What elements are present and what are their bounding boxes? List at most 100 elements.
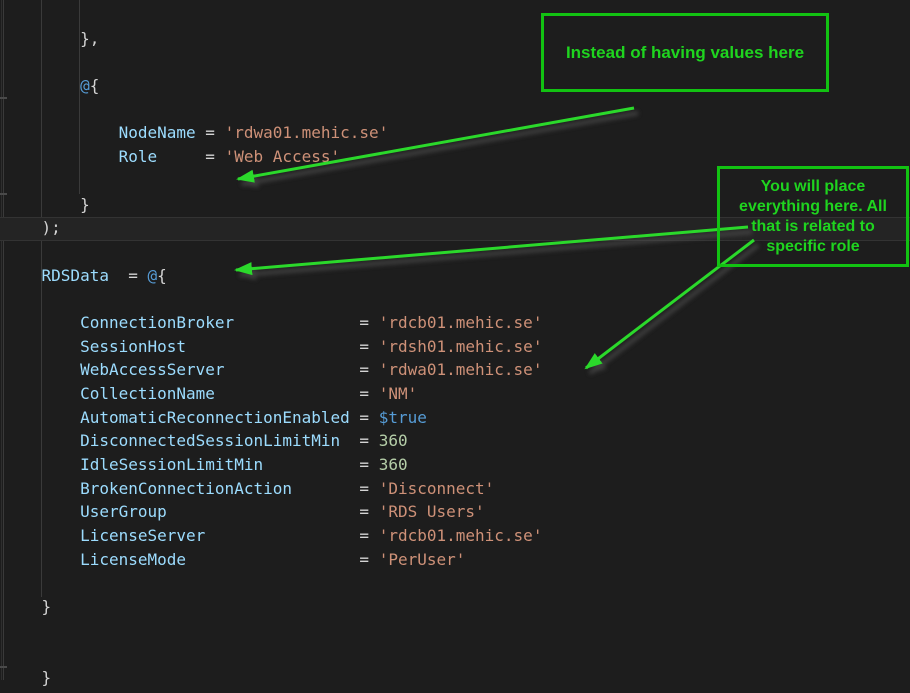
code-line[interactable]: AutomaticReconnectionEnabled = $true: [3, 406, 908, 430]
code-token: 'PerUser': [378, 549, 466, 569]
code-token: =: [186, 336, 379, 356]
code-token: CollectionName: [80, 384, 215, 403]
code-token: 'rdcb01.mehic.se': [378, 526, 543, 546]
code-token: 'rdwa01.mehic.se': [224, 123, 389, 143]
code-line[interactable]: SessionHost = 'rdsh01.mehic.se': [3, 335, 908, 359]
code-line[interactable]: }: [3, 595, 908, 619]
code-line[interactable]: [3, 287, 908, 311]
code-token: LicenseServer: [80, 526, 206, 546]
code-token: [3, 266, 42, 285]
code-line[interactable]: );: [3, 216, 908, 240]
code-token: [3, 384, 80, 403]
code-token: 360: [378, 455, 408, 475]
code-token: 'Web Access': [224, 147, 341, 167]
annotation-box-role: You will place everything here. All that…: [717, 166, 909, 267]
code-token: =: [195, 123, 225, 143]
code-token: [3, 123, 119, 142]
code-token: =: [108, 265, 148, 285]
annotation-box-values-label: Instead of having values here: [565, 42, 805, 62]
fold-tick: [0, 666, 7, 668]
code-token: {: [157, 265, 167, 285]
code-line[interactable]: [3, 643, 908, 667]
code-token: }: [3, 597, 52, 617]
code-line[interactable]: }: [3, 193, 908, 217]
code-token: [3, 502, 80, 521]
code-line[interactable]: ConnectionBroker = 'rdcb01.mehic.se': [3, 311, 908, 335]
code-line[interactable]: [3, 619, 908, 643]
annotation-box-values: Instead of having values here: [541, 13, 829, 92]
code-token: 'RDS Users': [378, 502, 485, 522]
code-token: 'NM': [378, 384, 418, 403]
code-line[interactable]: WebAccessServer = 'rdwa01.mehic.se': [3, 358, 908, 382]
code-token: [3, 408, 80, 427]
code-token: @: [80, 76, 90, 96]
code-token: =: [224, 360, 379, 380]
code-token: =: [263, 455, 379, 475]
code-line[interactable]: @{: [3, 74, 908, 98]
code-token: SessionHost: [80, 336, 187, 356]
code-token: 'rdsh01.mehic.se': [378, 336, 543, 356]
code-token: =: [349, 407, 379, 427]
code-token: [3, 526, 80, 545]
gutter-edge-line: [1, 0, 2, 680]
code-token: =: [234, 312, 379, 332]
code-token: ConnectionBroker: [80, 312, 235, 332]
code-token: 'Disconnect': [378, 478, 495, 498]
code-line[interactable]: },: [3, 27, 908, 51]
indent-guide: [3, 0, 4, 680]
fold-tick: [0, 193, 7, 195]
code-line[interactable]: LicenseMode = 'PerUser': [3, 548, 908, 572]
code-line[interactable]: [3, 572, 908, 596]
indent-guide: [41, 0, 42, 597]
code-token: },: [3, 28, 100, 48]
code-token: IdleSessionLimitMin: [80, 455, 264, 475]
code-token: 'rdwa01.mehic.se': [378, 360, 543, 380]
annotation-box-role-line: everything here. All: [739, 197, 887, 215]
code-token: [3, 76, 80, 95]
code-token: =: [291, 478, 379, 498]
code-token: AutomaticReconnectionEnabled: [80, 407, 350, 427]
code-token: BrokenConnectionAction: [80, 478, 292, 498]
fold-tick: [0, 97, 7, 99]
code-token: WebAccessServer: [80, 360, 225, 380]
code-line[interactable]: [3, 98, 908, 122]
code-token: LicenseMode: [80, 549, 187, 569]
annotation-box-role-line: specific role: [766, 237, 860, 255]
code-token: 'rdcb01.mehic.se': [378, 312, 543, 332]
code-token: [3, 479, 80, 498]
code-token: }: [3, 668, 52, 688]
code-token: Role: [118, 147, 158, 167]
code-token: $true: [378, 407, 427, 427]
code-token: =: [205, 526, 379, 546]
code-line[interactable]: BrokenConnectionAction = 'Disconnect': [3, 477, 908, 501]
code-token: =: [214, 384, 379, 403]
code-token: [3, 147, 119, 166]
code-token: 360: [378, 431, 408, 451]
code-area[interactable]: }, @{ NodeName = 'rdwa01.mehic.se' Role …: [3, 3, 908, 693]
code-token: =: [186, 549, 379, 569]
code-token: [3, 431, 80, 450]
code-token: UserGroup: [80, 502, 167, 522]
code-token: [3, 455, 80, 474]
indent-guide: [79, 0, 80, 194]
code-line[interactable]: UserGroup = 'RDS Users': [3, 500, 908, 524]
code-token: );: [3, 218, 61, 238]
annotation-box-role-line: You will place: [760, 177, 866, 195]
code-token: =: [340, 431, 379, 451]
code-token: =: [166, 502, 379, 522]
code-token: [3, 313, 80, 332]
code-token: [3, 360, 80, 379]
code-token: =: [157, 147, 225, 167]
annotation-box-role-line: that is related to: [751, 217, 875, 235]
code-token: [3, 550, 80, 569]
code-line[interactable]: DisconnectedSessionLimitMin = 360: [3, 429, 908, 453]
code-token: RDSData: [41, 265, 109, 285]
code-line[interactable]: NodeName = 'rdwa01.mehic.se': [3, 121, 908, 145]
code-line[interactable]: IdleSessionLimitMin = 360: [3, 453, 908, 477]
code-line[interactable]: CollectionName = 'NM': [3, 382, 908, 406]
code-token: DisconnectedSessionLimitMin: [80, 431, 341, 451]
code-line[interactable]: RDSData = @{: [3, 264, 908, 288]
code-line[interactable]: LicenseServer = 'rdcb01.mehic.se': [3, 524, 908, 548]
code-line[interactable]: }: [3, 666, 908, 690]
